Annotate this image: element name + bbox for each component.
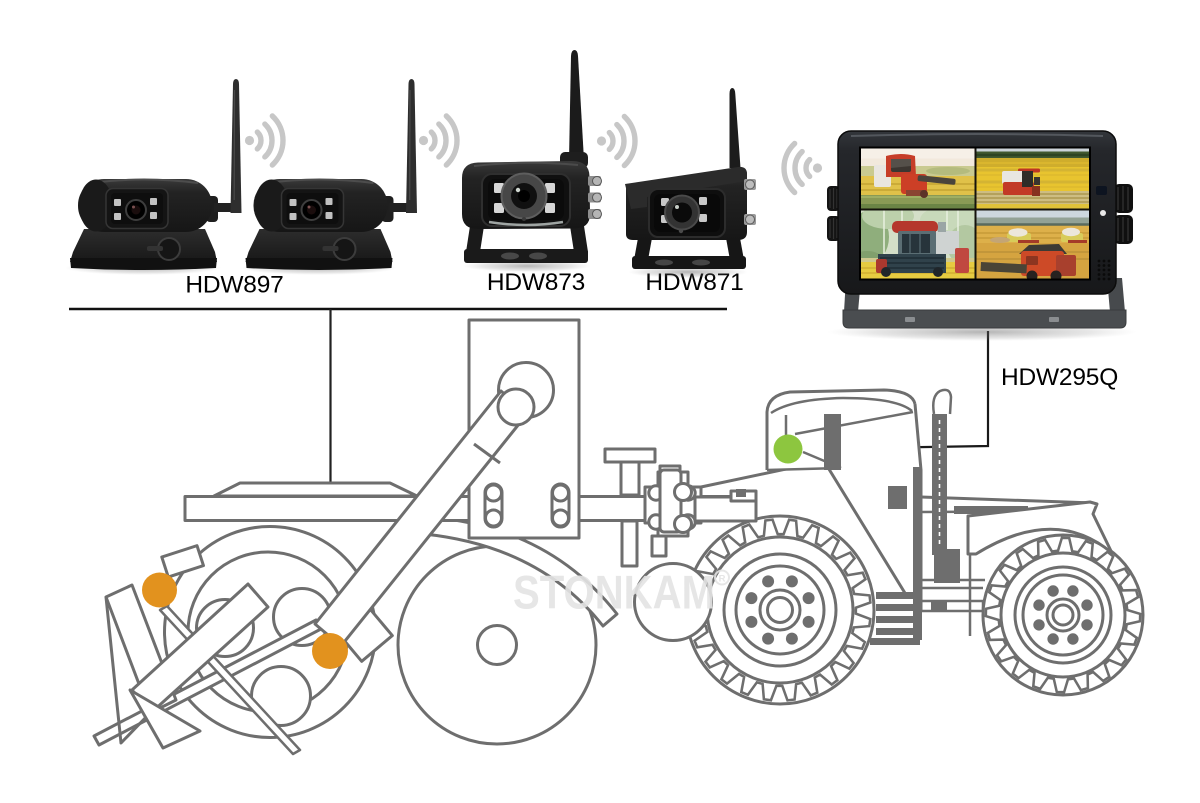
svg-text:R: R bbox=[719, 574, 726, 585]
svg-text:STONKAM: STONKAM bbox=[513, 566, 715, 619]
svg-text:HDW295Q: HDW295Q bbox=[1001, 364, 1118, 391]
svg-text:HDW897: HDW897 bbox=[185, 272, 283, 299]
svg-text:HDW873: HDW873 bbox=[487, 269, 585, 296]
